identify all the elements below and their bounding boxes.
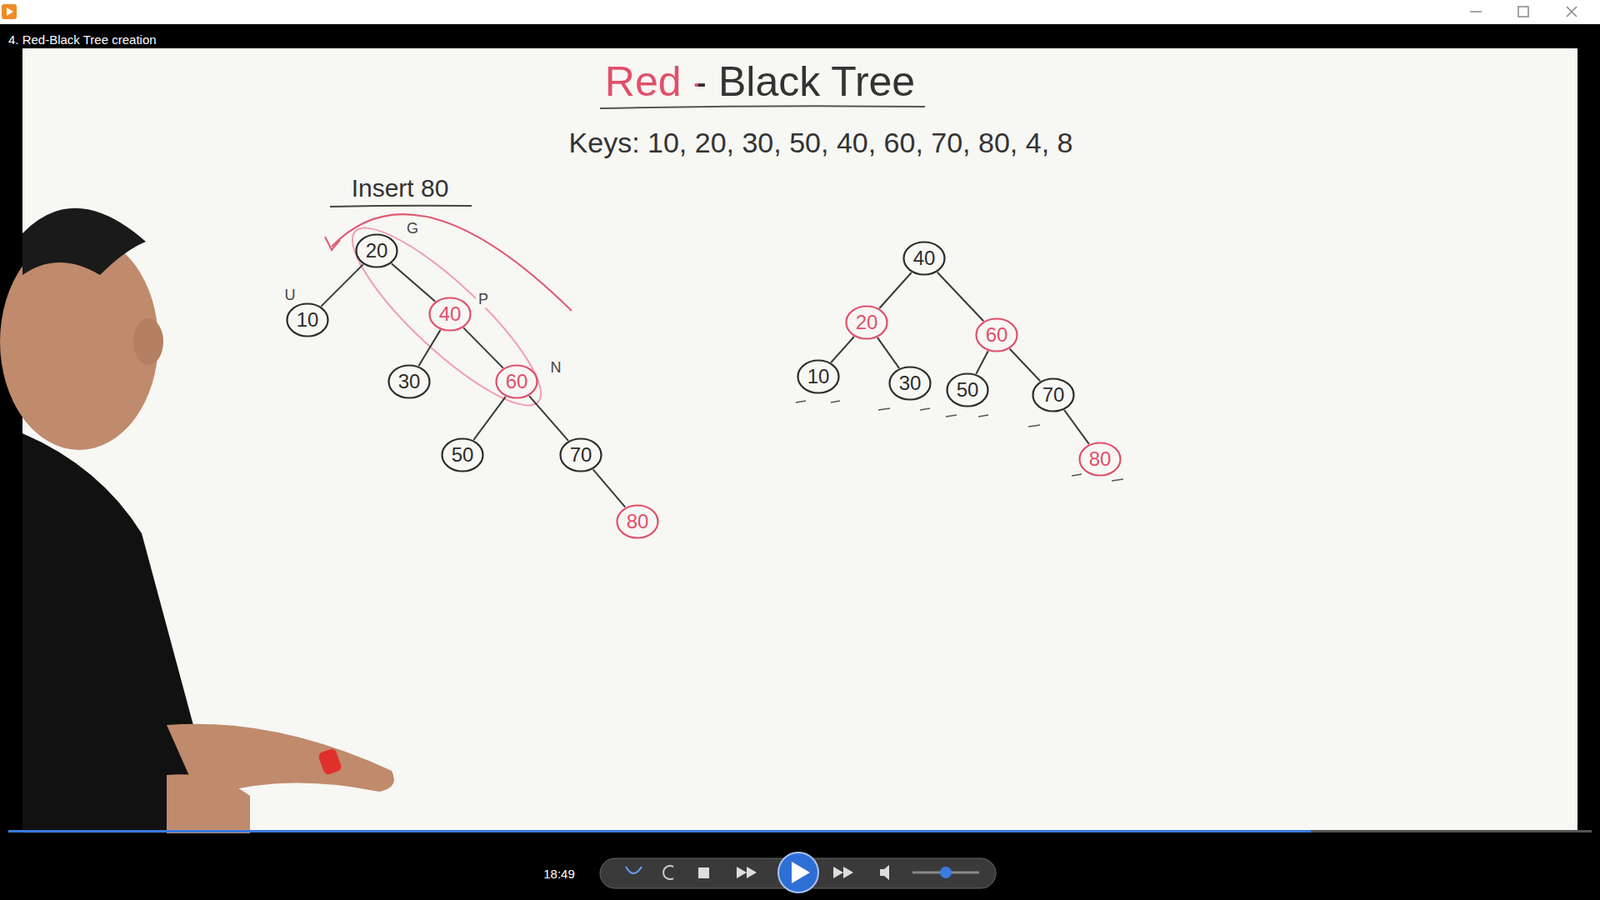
red-node: 80 [1078, 441, 1122, 477]
minimize-icon [1470, 10, 1482, 13]
tree-edge [418, 330, 440, 366]
tree-edge [877, 337, 900, 369]
play-button [778, 852, 819, 893]
node-key: 20 [355, 233, 399, 269]
node-key: 60 [495, 364, 539, 400]
black-node: 30 [888, 365, 932, 401]
restore-icon [1518, 6, 1529, 17]
node-key: 60 [975, 317, 1019, 353]
tree-edge [1010, 349, 1040, 382]
node-role-label: N [548, 359, 565, 377]
window-bar [0, 0, 1600, 25]
black-node: 10 [796, 359, 840, 395]
node-key: 30 [387, 364, 431, 400]
node-role-label: U [282, 286, 299, 305]
node-key: 40 [428, 296, 472, 332]
node-key: 10 [796, 359, 840, 395]
node-key: 30 [888, 365, 932, 401]
progress-fill [8, 830, 1311, 833]
black-node: 70 [1031, 377, 1075, 413]
whiteboard [22, 48, 1578, 832]
rewind-icon [736, 866, 757, 879]
shuffle-icon [625, 866, 642, 874]
title: Red - Black Tree [605, 57, 915, 106]
node-key: 10 [285, 302, 330, 338]
tree-edge [529, 395, 569, 441]
keys-list: Keys: 10, 20, 30, 50, 40, 60, 70, 80, 4,… [569, 126, 1074, 160]
heading-underline [330, 205, 472, 207]
volume-icon [880, 865, 890, 880]
rotation-arrowhead [325, 236, 340, 250]
node-role-label: P [475, 290, 491, 309]
node-key: 70 [1031, 377, 1075, 413]
black-node: 50 [440, 437, 485, 473]
tree-edge [463, 327, 504, 368]
video-title: 4. Red-Black Tree creation [8, 32, 157, 47]
tree-edge [937, 272, 984, 322]
node-role-label: G [404, 220, 421, 238]
close-icon [1566, 6, 1577, 17]
title-underline [600, 105, 925, 109]
tree-edge [1064, 410, 1090, 445]
black-node: 30 [387, 364, 431, 400]
stop-icon [698, 867, 710, 879]
node-key: 80 [1078, 441, 1122, 477]
repeat-icon [663, 865, 674, 880]
black-node: 40 [902, 240, 946, 276]
node-key: 50 [945, 372, 990, 408]
tree-edge [975, 350, 989, 374]
rotation-arrow [331, 214, 572, 311]
forward-icon [833, 866, 854, 879]
red-node: 60 [495, 364, 539, 400]
app-icon [1, 4, 17, 20]
node-key: 20 [845, 305, 889, 340]
node-key: 50 [440, 437, 485, 473]
play-icon [791, 861, 810, 884]
node-key: 80 [615, 504, 660, 540]
time-display: 18:49 [543, 866, 575, 881]
tree-edge [593, 469, 626, 507]
node-key: 70 [559, 437, 603, 473]
null-leaf-marks [795, 400, 1124, 481]
app-icon-play [6, 7, 14, 16]
black-node: 50 [945, 372, 990, 408]
progress-track [8, 830, 1592, 833]
volume-knob [940, 866, 952, 879]
node-key: 40 [902, 240, 946, 276]
red-node: 60 [975, 317, 1019, 353]
tree-edge [320, 264, 363, 306]
tree-edge [473, 396, 505, 440]
presenter [0, 208, 395, 834]
black-node: 70 [559, 437, 603, 473]
red-node: 80 [615, 504, 660, 540]
red-node: 20 [845, 305, 889, 340]
black-node: 10 [285, 302, 330, 338]
tree-edge [391, 263, 435, 301]
tree-edge [830, 336, 855, 363]
tree-edge [879, 272, 912, 309]
black-node: 20 [355, 233, 399, 269]
highlight-ellipse [332, 206, 561, 426]
step-heading: Insert 80 [351, 174, 450, 203]
red-node: 40 [428, 296, 472, 332]
